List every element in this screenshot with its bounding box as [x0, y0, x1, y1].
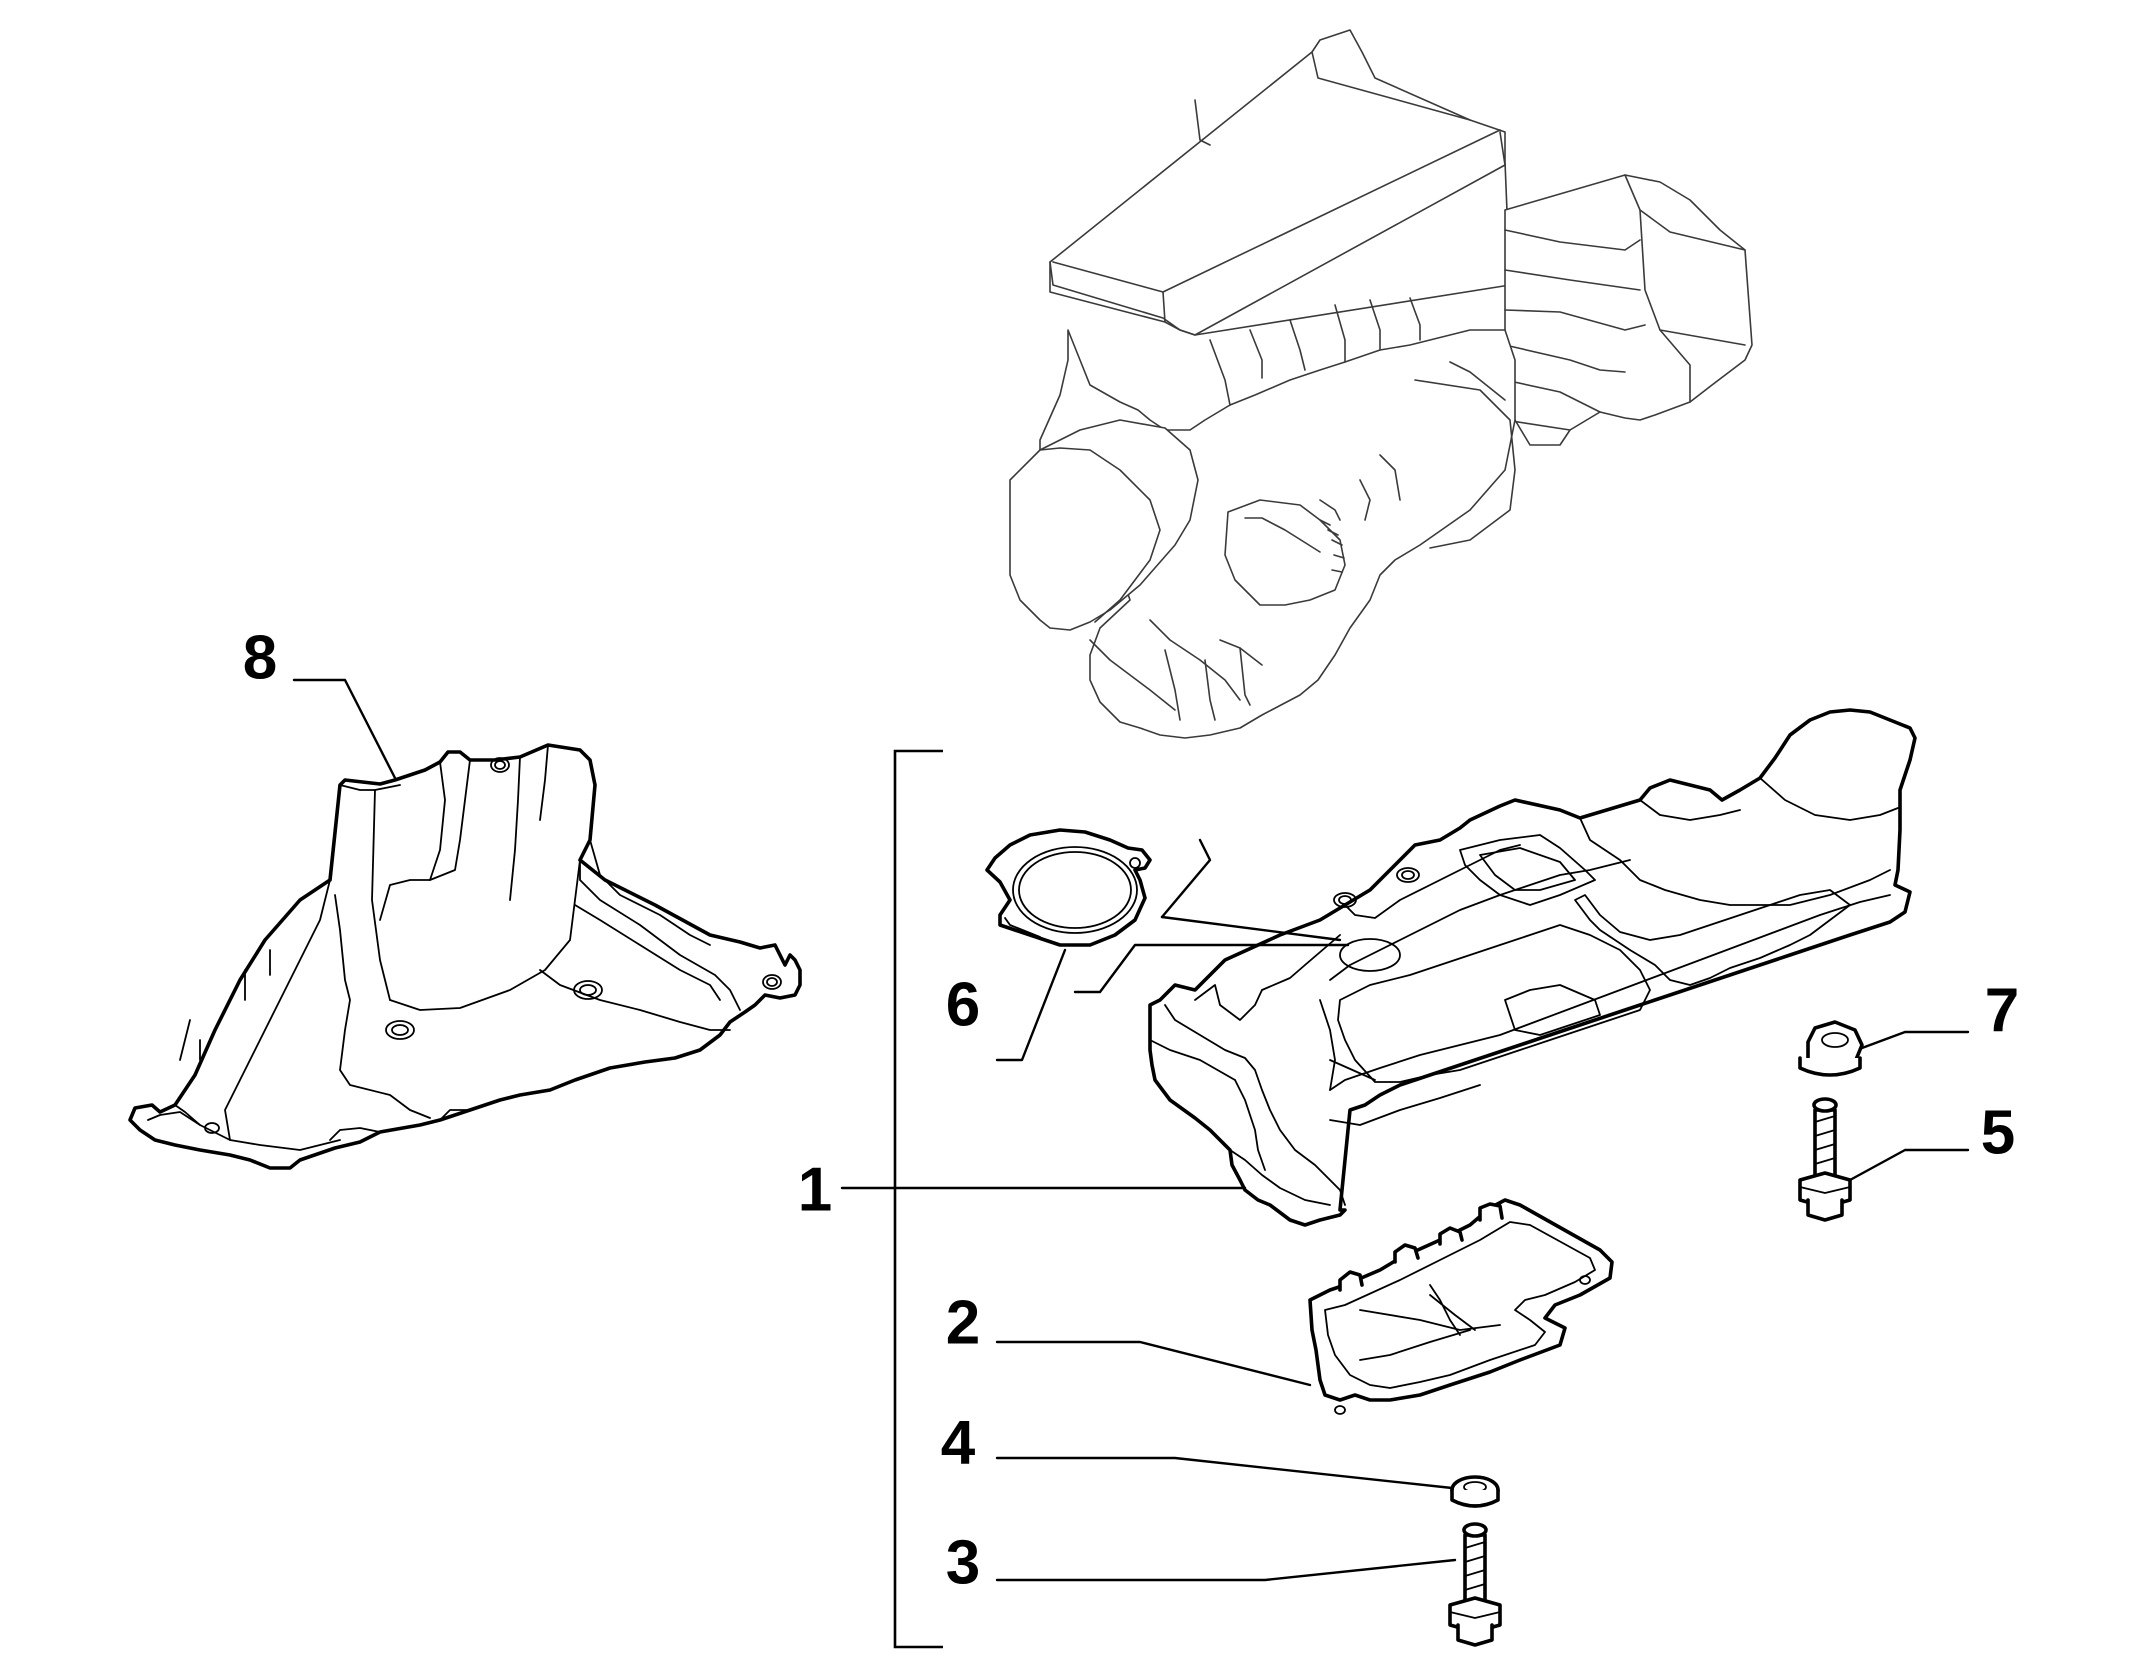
callout-1: 1 [798, 1156, 832, 1225]
callout-5: 5 [1981, 1099, 2015, 1168]
leader-8 [292, 678, 397, 780]
leader-7 [1860, 1030, 1970, 1050]
leader-6a [995, 948, 1067, 1062]
leader-6d [1160, 915, 1342, 942]
leader-lines [292, 678, 1970, 1582]
part-5-bolt [1798, 1097, 1852, 1222]
part-6-gasket [985, 828, 1152, 947]
group-bracket [893, 749, 943, 1649]
leader-3 [995, 1558, 1457, 1582]
part-2-cover-plate [1308, 1198, 1614, 1415]
part-1-undertray [1148, 708, 1917, 1227]
leader-5 [1848, 1148, 1970, 1182]
part-8-side-shield [128, 743, 802, 1170]
callout-8: 8 [243, 624, 277, 693]
callout-3: 3 [946, 1529, 980, 1598]
leader-6c [1160, 838, 1212, 919]
part-3-screw [1448, 1522, 1502, 1647]
callout-2: 2 [946, 1289, 980, 1358]
callout-4: 4 [941, 1409, 976, 1478]
leader-6b [1073, 943, 1350, 994]
leader-2 [995, 1340, 1312, 1387]
callout-6: 6 [946, 971, 980, 1040]
part-4-washer [1450, 1475, 1500, 1508]
engine-outline [1009, 29, 1753, 739]
leader-4 [995, 1456, 1454, 1490]
part-7-nut [1798, 1020, 1864, 1077]
callout-7: 7 [1985, 977, 2019, 1046]
